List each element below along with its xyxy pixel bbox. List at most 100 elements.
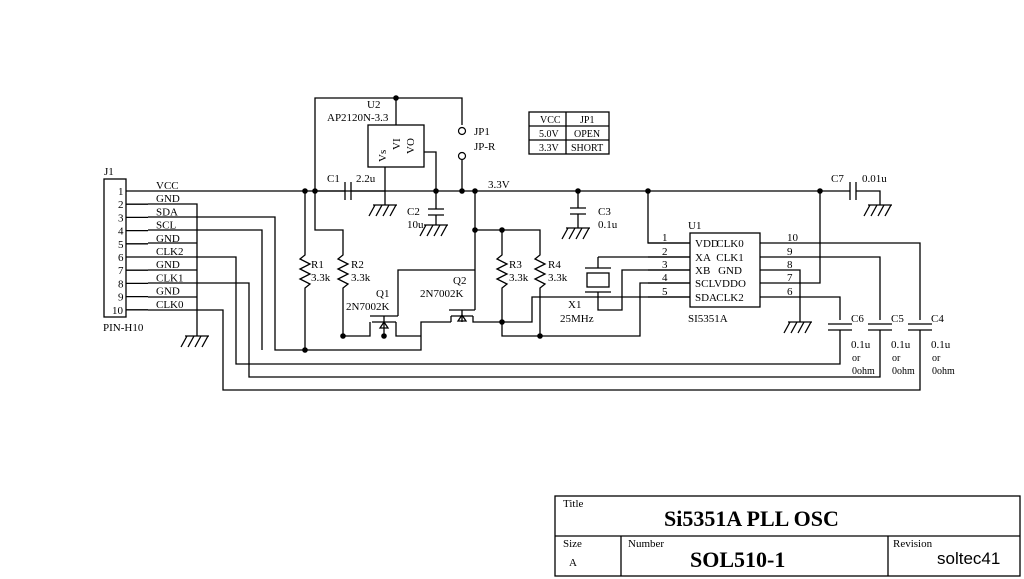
j1-pin-number: 1: [118, 186, 124, 198]
j1-pin-net: SCL: [156, 220, 176, 232]
jp1-ref: JP1: [474, 126, 490, 138]
c1-ref: C1: [327, 173, 340, 185]
j1-pin-number: 10: [112, 305, 124, 317]
x1-body: [586, 272, 610, 288]
ground-icon: [368, 204, 397, 217]
u1-pin-number: 10: [787, 232, 799, 244]
c1-value: 2.2u: [356, 173, 376, 185]
u1-pin-name: VDD: [695, 238, 719, 250]
j1-pin-net: GND: [156, 259, 180, 271]
jp-config-table: VCC JP1 5.0V OPEN 3.3V SHORT: [528, 111, 610, 155]
r1-value: 3.3k: [311, 272, 331, 284]
vddo-wire: [760, 191, 821, 284]
c3-value: 0.1u: [598, 219, 618, 231]
u1-pin-name: GND: [718, 265, 742, 277]
clk0-wire: [148, 309, 921, 391]
net-3v3-label: 3.3V: [488, 179, 510, 191]
u1-pin-number: 7: [787, 272, 793, 284]
c1-symbol: [344, 182, 352, 200]
r2-ref: R2: [351, 259, 364, 271]
j1-pin-net: CLK0: [156, 299, 184, 311]
jp-table-cell: SHORT: [571, 143, 603, 154]
j1-pin-net: GND: [156, 286, 180, 298]
u2-part: AP2120N-3.3: [327, 112, 389, 124]
number-value: SOL510-1: [690, 547, 785, 572]
u1-part: SI5351A: [688, 313, 728, 325]
j1-pin-net: CLK2: [156, 246, 184, 258]
r4-ref: R4: [548, 259, 561, 271]
revision-label: Revision: [893, 538, 933, 550]
gnd-bus: [148, 203, 198, 336]
u1-pin-number: 9: [787, 246, 793, 258]
jp-table-cell: 3.3V: [539, 143, 560, 154]
j1-footprint: PIN-H10: [103, 322, 144, 334]
r4-symbol: [502, 229, 547, 336]
c7-leads: [825, 190, 881, 205]
q2-symbol: [449, 309, 502, 323]
j1-pin-net: GND: [156, 233, 180, 245]
r1-ref: R1: [311, 259, 324, 271]
c4-alt1: or: [932, 353, 941, 364]
clk2-wire: [148, 256, 841, 365]
u1-pin-number: 8: [787, 259, 793, 271]
u2-pin-vo: VO: [405, 138, 417, 154]
j1-pin-net: GND: [156, 193, 180, 205]
vcc-up-wire: [314, 97, 463, 191]
u1-pin-number: 1: [662, 232, 668, 244]
c6-symbol: [828, 323, 852, 336]
r3-ref: R3: [509, 259, 522, 271]
r3-value: 3.3k: [509, 272, 529, 284]
gnd-taps: [148, 242, 197, 298]
q1-arrow: [378, 320, 390, 329]
jp-table-header-jp1: JP1: [580, 115, 594, 126]
output-caps: C6 0.1u or 0ohm C5 0.1u or 0ohm C4 0.1u …: [828, 313, 955, 377]
u1-pin-name: SCL: [695, 278, 715, 290]
u1-pin-number: 4: [662, 272, 668, 284]
r4-value: 3.3k: [548, 272, 568, 284]
ground-icon: [561, 227, 590, 240]
level-shifter: R1 3.3k R2 3.3k Q1 2N7002K Q2 2N7002K R3…: [298, 191, 690, 353]
u1-pin-name: VDDO: [714, 278, 746, 290]
u1-ref: U1: [688, 220, 701, 232]
clk1-wire: [148, 282, 881, 378]
size-value: A: [569, 557, 577, 569]
jp1-name: JP-R: [474, 141, 496, 153]
title-value: Si5351A PLL OSC: [664, 506, 839, 531]
u1-pin-number: 5: [662, 286, 668, 298]
j1-pin-number: 7: [118, 265, 124, 277]
c5-ref: C5: [891, 313, 904, 325]
j1-pin-number: 2: [118, 199, 124, 211]
c2-ref: C2: [407, 206, 420, 218]
c6-alt2: 0ohm: [852, 366, 875, 377]
r3-symbol: [475, 229, 690, 337]
u2-body: [367, 124, 425, 168]
c2-value: 10u: [407, 219, 424, 231]
c5-symbol: [868, 323, 892, 336]
jp-table-cell: OPEN: [574, 129, 600, 140]
c5-value: 0.1u: [891, 339, 911, 351]
x1-ref: X1: [568, 299, 581, 311]
c4-value: 0.1u: [931, 339, 951, 351]
j1-pin-number: 4: [118, 226, 124, 238]
ground-icon: [783, 321, 812, 334]
jp-table-cell: 5.0V: [539, 129, 560, 140]
scl-wire: [148, 229, 263, 350]
ground-symbols: [180, 204, 892, 348]
c5-alt1: or: [892, 353, 901, 364]
u1-pin-name: XB: [695, 265, 710, 277]
j1-pin-number: 9: [118, 292, 124, 304]
j1-pin-number: 8: [118, 278, 124, 290]
vo-wire: [424, 151, 437, 191]
c4-alt2: 0ohm: [932, 366, 955, 377]
j1-pin-number: 6: [118, 252, 124, 264]
c6-alt1: or: [852, 353, 861, 364]
c4-symbol: [908, 323, 932, 336]
u1-pin-name: CLK2: [716, 292, 744, 304]
j1-pin-net: SDA: [156, 206, 178, 218]
r2-symbol: [314, 191, 350, 336]
x1-xb-wire: [597, 269, 690, 311]
x1-xa-wire: [597, 256, 690, 268]
